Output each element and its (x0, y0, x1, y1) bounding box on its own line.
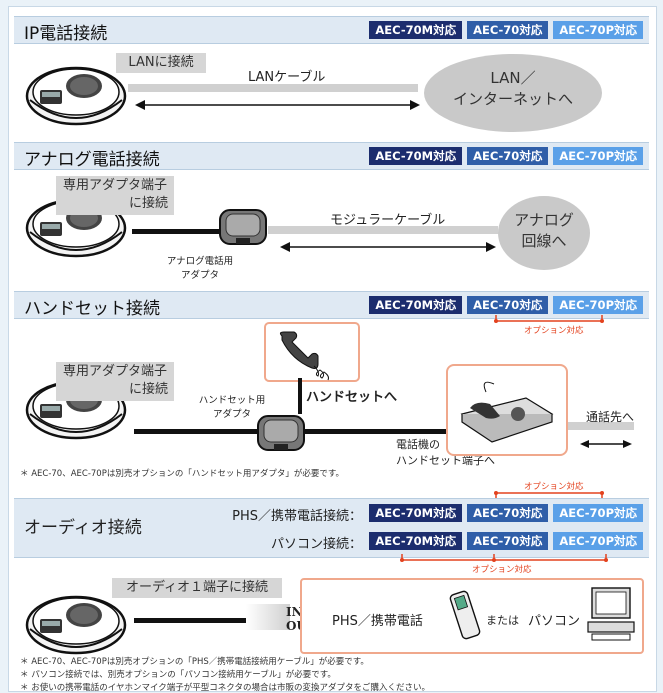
pc-row-label: パソコン接続： (270, 537, 362, 552)
phone-port-label: 電話機の ハンドセット端子へ (396, 436, 495, 468)
audio-note-1: ＊ AEC-70、AEC-70Pは別売オプションの「PHS／携帯電話接続用ケーブ… (20, 657, 369, 667)
cable-to-adapter (132, 229, 222, 234)
audio-port-label: オーディオ１端子に接続 (112, 578, 282, 598)
adapter-port-label: 専用アダプタ端子 に接続 (56, 362, 174, 401)
audio-note-2: ＊ パソコン接続では、別売オプションの「パソコン接続用ケーブル」が必要です。 (20, 670, 336, 680)
handset-adapter-label: ハンドセット用 アダプタ (196, 392, 268, 420)
handset-adapter-icon (257, 415, 305, 451)
adapter-line1: ハンドセット用 (198, 395, 266, 406)
option-bracket (494, 315, 604, 323)
dest-line1: アナログ (514, 211, 574, 229)
badge-aec70m: AEC-70M対応 (369, 147, 463, 165)
adapter-line1: アナログ電話用 (166, 256, 234, 267)
option-label: オプション対応 (524, 326, 584, 336)
dest-line2: 回線へ (521, 232, 567, 250)
section-title: アナログ電話接続 (24, 150, 160, 170)
section-analog-header: アナログ電話接続 AEC-70M対応 AEC-70対応 AEC-70P対応 (14, 142, 649, 170)
option-label-bottom: オプション対応 (472, 565, 532, 575)
badge-aec70p: AEC-70P対応 (553, 296, 643, 314)
box-line1: 専用アダプタ端子 (62, 178, 167, 193)
section-audio-header: オーディオ接続 PHS／携帯電話接続： AEC-70M対応 AEC-70対応 A… (14, 498, 649, 558)
section-title: ハンドセット接続 (24, 299, 160, 319)
adapter-port-label: 専用アダプタ端子 に接続 (56, 176, 174, 215)
section-title: IP電話接続 (24, 24, 108, 44)
analog-adapter-label: アナログ電話用 アダプタ (160, 253, 240, 281)
pc-label: パソコン (528, 614, 581, 629)
modular-cable-line (268, 226, 498, 234)
adapter-line2: アダプタ (180, 270, 219, 281)
box-line2: に接続 (128, 196, 168, 211)
section-ip-header: IP電話接続 AEC-70M対応 AEC-70対応 AEC-70P対応 (14, 16, 649, 44)
lan-cable-line (128, 84, 418, 92)
handset-frame (264, 322, 360, 382)
section-handset-header: ハンドセット接続 AEC-70M対応 AEC-70対応 AEC-70P対応 (14, 291, 649, 319)
badge-aec70m: AEC-70M対応 (369, 532, 463, 550)
double-arrow-icon (280, 242, 496, 252)
adapter-line2: アダプタ (212, 409, 251, 420)
port-line1: 電話機の (396, 438, 440, 451)
computer-icon (587, 587, 635, 641)
audio-destinations-frame: PHS／携帯電話 または パソコン (300, 578, 644, 654)
badge-aec70: AEC-70対応 (467, 21, 549, 39)
analog-line-destination: アナログ 回線へ (498, 196, 590, 270)
badge-aec70: AEC-70対応 (467, 147, 549, 165)
badge-aec70m: AEC-70M対応 (369, 21, 463, 39)
badge-aec70: AEC-70対応 (467, 504, 549, 522)
box-line1: 専用アダプタ端子 (62, 364, 167, 379)
desk-phone-icon (460, 381, 554, 443)
audio-cable-line (134, 618, 284, 623)
badge-aec70m: AEC-70M対応 (369, 504, 463, 522)
phs-row-label: PHS／携帯電話接続： (232, 509, 362, 524)
handset-note: ＊ AEC-70、AEC-70Pは別売オプションの「ハンドセット用アダプタ」が必… (20, 469, 344, 479)
to-handset-label: ハンドセットへ (306, 390, 398, 405)
cable-to-phone (304, 429, 456, 434)
option-label-top: オプション対応 (524, 482, 584, 492)
callee-label: 通話先へ (586, 410, 635, 424)
lan-internet-destination: LAN／ インターネットへ (424, 54, 602, 132)
cable-to-adapter (134, 429, 260, 434)
desk-phone-frame (446, 364, 568, 456)
handset-cord-line (298, 378, 302, 414)
badge-aec70: AEC-70対応 (467, 296, 549, 314)
badge-aec70m: AEC-70M対応 (369, 296, 463, 314)
badge-aec70p: AEC-70P対応 (553, 147, 643, 165)
analog-adapter-icon (219, 209, 267, 245)
badge-aec70: AEC-70対応 (467, 532, 549, 550)
mobile-phone-icon (449, 590, 481, 640)
connect-lan-label: LANに接続 (116, 53, 206, 73)
audio-arrow (246, 604, 290, 630)
option-bracket-top (494, 491, 604, 499)
dest-line1: LAN／ (490, 69, 536, 87)
audio-note-3: ＊ お使いの携帯電話のイヤホンマイク端子が平型コネクタの場合は市販の変換アダプタ… (20, 683, 430, 693)
box-line2: に接続 (128, 382, 168, 397)
modular-cable-label: モジュラーケーブル (330, 213, 446, 228)
lan-cable-label: LANケーブル (248, 70, 326, 85)
double-arrow-icon (135, 100, 420, 110)
port-line2: ハンドセット端子へ (396, 454, 495, 467)
badge-aec70p: AEC-70P対応 (553, 504, 643, 522)
line-to-callee (568, 422, 634, 430)
handset-icon (279, 331, 329, 381)
option-bracket-bottom (400, 554, 608, 562)
badge-aec70p: AEC-70P対応 (553, 532, 643, 550)
dest-line2: インターネットへ (452, 90, 573, 108)
or-label: または (486, 614, 519, 627)
phs-label: PHS／携帯電話 (332, 614, 423, 629)
section-title: オーディオ接続 (24, 518, 142, 538)
badge-aec70p: AEC-70P対応 (553, 21, 643, 39)
double-arrow-icon (580, 440, 632, 448)
